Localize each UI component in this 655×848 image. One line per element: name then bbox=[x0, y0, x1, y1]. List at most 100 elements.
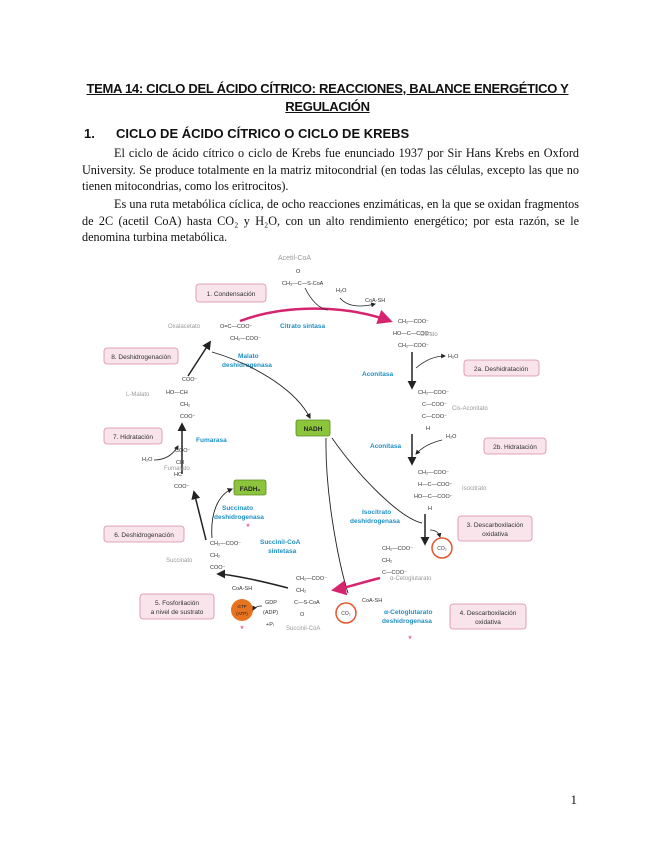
h2o-2b: H₂O bbox=[446, 434, 457, 440]
succ-formula-3: COO⁻ bbox=[210, 565, 226, 571]
step-5-label-1: 5. Fosforilación bbox=[155, 600, 199, 607]
star-5: * bbox=[240, 624, 244, 634]
fum-formula-4: COO⁻ bbox=[174, 484, 190, 490]
oxal-formula-2: CH₂—COO⁻ bbox=[230, 336, 261, 342]
cis-formula-3: C—COO⁻ bbox=[422, 414, 447, 420]
acg-to-scoa-arrow bbox=[331, 576, 381, 596]
scoa-to-succinate-arrow bbox=[216, 569, 289, 589]
acetyl-coa-label: Acetil-CoA bbox=[278, 255, 311, 262]
h2o-top: H₂O bbox=[336, 288, 347, 294]
succ-dh-label-2: deshidrogenasa bbox=[214, 514, 264, 521]
oxal-formula-1: O=C—COO⁻ bbox=[220, 324, 252, 330]
gdp-label-2: (ADP) bbox=[263, 610, 278, 616]
acetyl-formula-1: O bbox=[296, 269, 301, 275]
step-3-box bbox=[457, 515, 533, 542]
fadh2-box bbox=[233, 479, 267, 496]
coash-top: CoA-SH bbox=[365, 298, 385, 304]
succinate-fadh2-arrow bbox=[211, 488, 233, 539]
gtp-circle bbox=[231, 599, 253, 621]
scoa-formula-2: CH₂ bbox=[296, 588, 306, 594]
cis-formula-2: C—COO⁻ bbox=[422, 402, 447, 408]
step-2b-label: 2b. Hidratación bbox=[493, 444, 537, 451]
cis-formula-1: CH₂—COO⁻ bbox=[418, 390, 449, 396]
malate-to-oxaloacetate-arrow bbox=[187, 340, 211, 377]
succ-coa-s-label-2: sintetasa bbox=[268, 548, 297, 555]
isocitrate-nadh-arrow bbox=[331, 437, 423, 524]
co2-circle-3 bbox=[431, 537, 453, 559]
step-8-label: 8. Deshidrogenación bbox=[111, 354, 171, 361]
coash-5: CoA-SH bbox=[232, 586, 252, 592]
krebs-cycle-diagram: Acetil-CoA O CH₃—C—S-CoA H₂O CoA-SH 1. C… bbox=[103, 255, 547, 643]
iso-formula-2: H—C—COO⁻ bbox=[418, 482, 452, 488]
succ-formula-1: CH₂—COO⁻ bbox=[210, 541, 241, 547]
l-malato-label: L-Malato bbox=[126, 392, 150, 398]
scoa-formula-1: CH₂—COO⁻ bbox=[296, 576, 327, 582]
mal-formula-1: COO⁻ bbox=[182, 377, 198, 383]
gdp-label-1: GDP bbox=[265, 600, 277, 606]
paragraph-description: Es una ruta metabólica cíclica, de ocho … bbox=[82, 197, 579, 244]
page-number: 1 bbox=[570, 792, 578, 807]
co2-label-4: CO₂ bbox=[341, 611, 351, 617]
gtp-label-1: GTP bbox=[237, 604, 246, 609]
step-8-box bbox=[103, 347, 179, 365]
succinato-label: Succinato bbox=[166, 558, 193, 564]
malate-nadh-arrow bbox=[211, 351, 311, 419]
isocitrato-dh-label-1: Isocitrato bbox=[362, 509, 391, 516]
iso-formula-4: H bbox=[428, 506, 432, 512]
step-2b-box bbox=[483, 437, 547, 455]
iso-formula-3: HO—C—COO⁻ bbox=[414, 494, 453, 500]
coash-4: CoA-SH bbox=[362, 598, 382, 604]
mal-formula-4: COO⁻ bbox=[180, 414, 196, 420]
succinate-to-fumarate-arrow bbox=[191, 490, 207, 541]
acg-nadh-arrow bbox=[325, 437, 349, 594]
water-coash-arrow bbox=[339, 297, 376, 308]
scoa-formula-4: O bbox=[300, 612, 305, 618]
document-title: TEMA 14: CICLO DEL ÁCIDO CÍTRICO: REACCI… bbox=[86, 81, 569, 114]
isocitrato-label: Isocitrato bbox=[462, 486, 487, 492]
malato-dh-label-1: Malato bbox=[238, 353, 259, 360]
scoa-formula-3: C—S-CoA bbox=[294, 600, 320, 606]
iso-formula-1: CH₂—COO⁻ bbox=[418, 470, 449, 476]
cit-formula-2: HO—C—COO⁻ bbox=[393, 331, 432, 337]
step-6-box bbox=[103, 525, 185, 543]
mal-formula-2: HO—CH bbox=[166, 390, 188, 396]
acg-formula-3: C—COO⁻ bbox=[382, 570, 407, 576]
cis-aconitato-label: Cis-Aconitato bbox=[452, 406, 488, 412]
succinil-coa-label: Succinil-CoA bbox=[286, 626, 320, 632]
gtp-label-2: (ATP) bbox=[236, 611, 248, 616]
step-3-label-1: 3. Descarboxilación bbox=[467, 522, 524, 529]
cit-formula-1: CH₂—COO⁻ bbox=[398, 319, 429, 325]
acg-label: α-Cetoglutarato bbox=[390, 576, 432, 582]
step-7-box bbox=[103, 427, 163, 445]
step-1-box bbox=[195, 283, 267, 303]
gdp-gtp-arrow bbox=[252, 605, 263, 611]
step-6-label: 6. Deshidrogenación bbox=[114, 532, 174, 539]
mal-formula-3: CH₂ bbox=[180, 402, 190, 408]
succ-dh-label-1: Succinato bbox=[222, 505, 253, 512]
fumarasa-label: Fumarasa bbox=[196, 437, 227, 444]
cit-formula-3: CH₂—COO⁻ bbox=[398, 343, 429, 349]
fum-formula-1: COO⁻ bbox=[175, 448, 191, 454]
acetyl-formula-2: CH₃—C—S-CoA bbox=[282, 281, 324, 287]
step-5-label-2: a nivel de sustrato bbox=[151, 609, 204, 616]
citrato-label: Citrato bbox=[420, 332, 438, 338]
condensation-arrow bbox=[239, 307, 393, 324]
star-6: * bbox=[246, 522, 250, 532]
step-2a-box bbox=[463, 359, 540, 377]
acetyl-input-arrow bbox=[304, 287, 329, 311]
h2o-2b-arrow bbox=[415, 439, 443, 455]
succ-formula-2: CH₂ bbox=[210, 553, 220, 559]
nadh-label: NADH bbox=[304, 426, 323, 433]
fum-formula-3: HC bbox=[174, 472, 182, 478]
h2o-7-arrow bbox=[153, 445, 179, 461]
oxalacetato-label: Oxalacetato bbox=[168, 324, 201, 330]
aconitasa-2-label: Aconitasa bbox=[370, 443, 401, 450]
h2o-2a: H₂O bbox=[448, 354, 459, 360]
acg-formula-1: CH₂—COO⁻ bbox=[382, 546, 413, 552]
step-7-label: 7. Hidratación bbox=[113, 434, 153, 441]
acg-dh-label-2: deshidrogenasa bbox=[382, 618, 432, 625]
pi-label: +Pᵢ bbox=[266, 622, 274, 628]
fadh2-label: FADH₂ bbox=[240, 486, 261, 493]
step-1-label: 1. Condensación bbox=[207, 291, 256, 298]
isocitrato-dh-label-2: deshidrogenasa bbox=[350, 518, 400, 525]
